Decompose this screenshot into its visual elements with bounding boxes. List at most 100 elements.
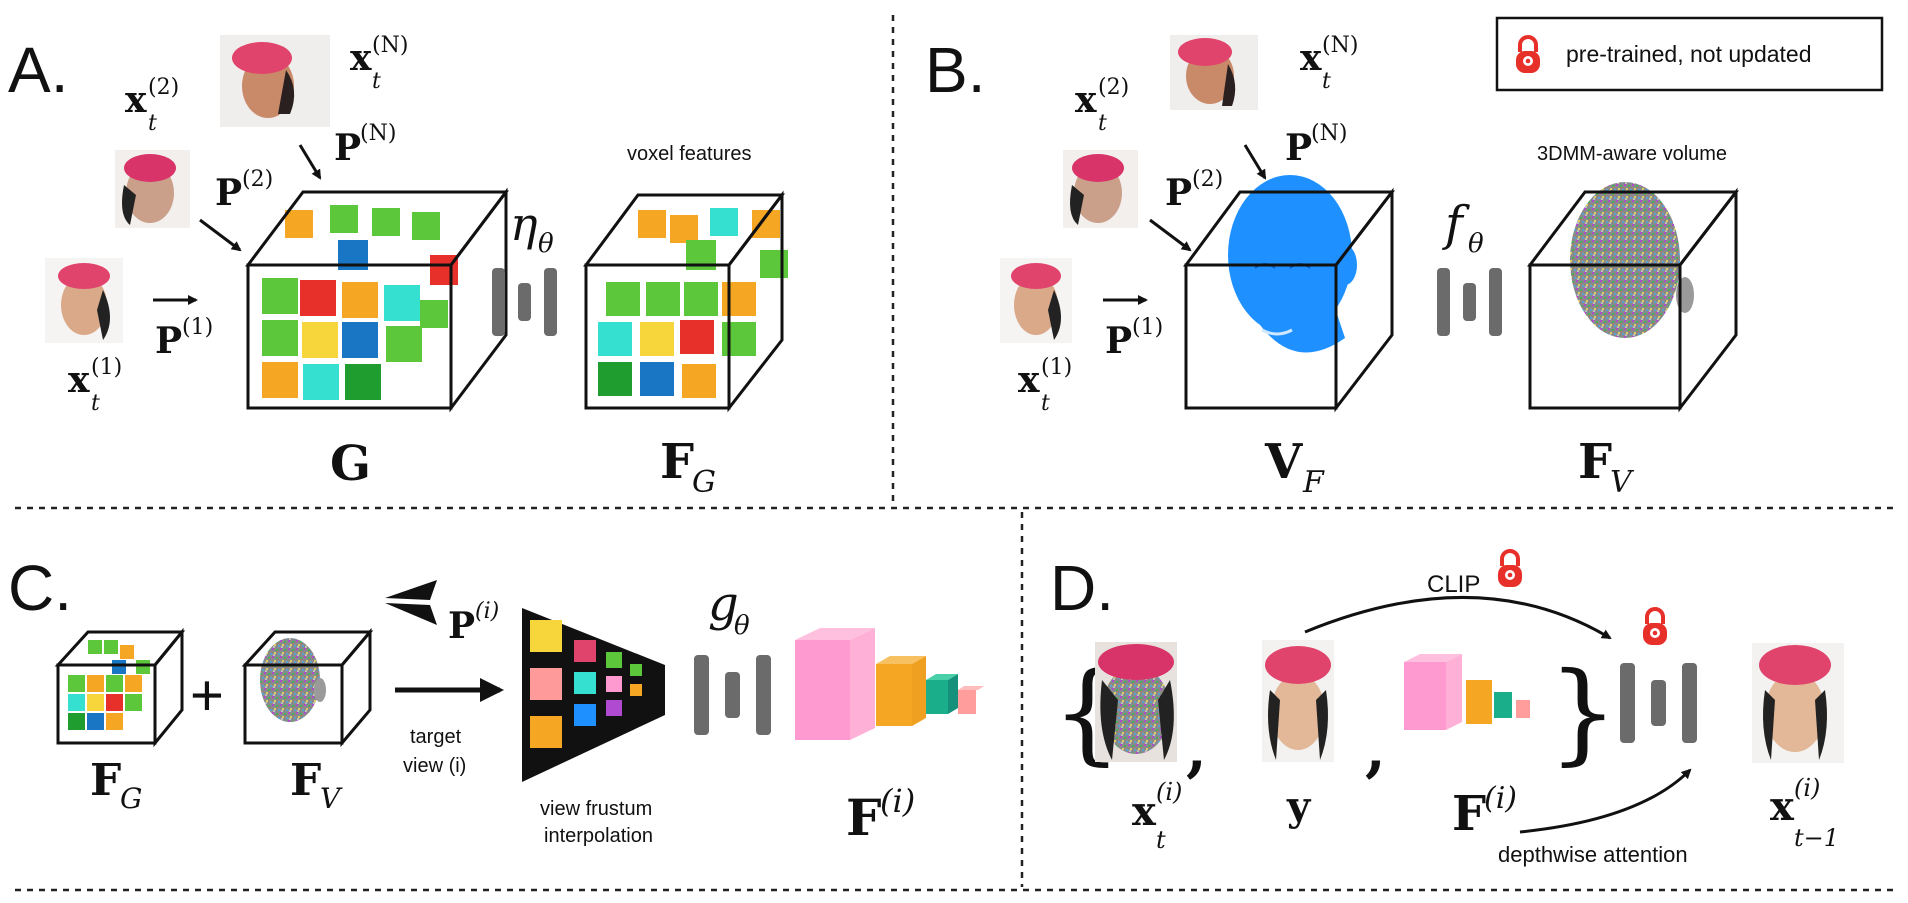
label-x-n: x (N) t [350,33,408,94]
small-3dmm-volume: F V [241,627,374,815]
denoiser-lock-icon [1641,607,1669,647]
svg-text:(N): (N) [372,33,408,58]
svg-text:(1): (1) [182,315,213,340]
svg-text:F: F [1578,434,1612,490]
panel-dividers [15,15,1893,892]
svg-text:θ: θ [1468,229,1484,259]
small-feature-pyramid [1404,654,1530,730]
svg-text:P: P [334,127,361,169]
network-g: g θ [694,576,771,735]
d-label-y: y [1286,783,1312,830]
brace-close: } [1548,648,1618,776]
panel-a: A. x (N) t x (2) t [8,33,788,500]
svg-text:F: F [1452,786,1486,842]
pose-2: P (2) [199,167,273,252]
d-label-x-t: x (i) t [1132,778,1182,854]
svg-text:F: F [90,755,121,806]
clip-lock-icon [1496,549,1524,589]
network-eta: η θ [492,197,557,336]
b-label-x-n: x (N) t [1300,33,1358,94]
plus-sign: + [190,663,224,728]
camera-icon [385,580,437,625]
svg-text:F: F [1302,465,1325,500]
small-voxel-volume: F G [54,627,186,815]
svg-text:x: x [1770,783,1795,830]
blue-face-mesh [1228,175,1357,353]
3dmm-aware-volume: F V [1526,182,1740,500]
svg-text:θ: θ [734,611,750,641]
fv-label: F V [1578,434,1635,500]
b-input-image-n [1170,35,1258,110]
d-label-f-i: F (i) [1452,781,1517,842]
svg-text:(i): (i) [1156,778,1182,806]
svg-text:(i): (i) [1794,774,1820,802]
svg-text:(1): (1) [1132,315,1163,340]
c-fv-label: F V [290,755,343,815]
svg-text:t: t [372,69,381,94]
svg-text:P: P [1165,172,1192,214]
panel-b-letter: B. [925,34,985,106]
b-label-x-2: x (2) t [1075,75,1129,136]
voxel-features-volume: F G [583,190,788,500]
pose-1: P (1) [153,295,213,362]
comma-1: , [1186,715,1207,785]
svg-text:t: t [1041,391,1050,416]
frustum-caption-line1: view frustum [540,798,652,820]
svg-text:t: t [1156,826,1166,854]
svg-text:V: V [1610,465,1635,500]
b-pose-2: P (2) [1149,167,1223,252]
b-label-x-1: x (1) t [1018,355,1072,416]
noisy-head [1570,182,1680,338]
svg-text:F: F [660,434,694,490]
svg-text:P: P [1285,127,1312,169]
face-volume-vf: V F [1183,175,1396,500]
d-label-output: x (i) t−1 [1770,774,1839,852]
svg-text:x: x [1132,788,1157,835]
fg-label: F G [660,434,716,500]
reference-face-image [1262,640,1334,762]
svg-text:(i): (i) [475,599,499,624]
svg-text:P: P [1105,320,1132,362]
svg-text:(2): (2) [148,75,179,100]
svg-text:(2): (2) [1192,167,1223,192]
svg-text:V: V [320,782,343,815]
svg-text:x: x [1300,37,1322,79]
depthwise-attention-arrow: depthwise attention [1498,768,1692,867]
frustum-caption-line2: interpolation [544,825,653,847]
eta-symbol: η [510,197,538,251]
panel-c-letter: C. [8,552,72,624]
svg-text:G: G [692,465,716,500]
grid-label: G [330,436,371,492]
svg-text:target: target [410,726,462,748]
svg-text:V: V [1264,434,1303,490]
svg-text:x: x [350,37,372,79]
b-input-image-2 [1063,150,1138,228]
svg-text:(2): (2) [1098,75,1129,100]
svg-text:x: x [125,79,147,121]
denoiser-network [1620,607,1697,743]
legend-box: pre-trained, not updated [1495,16,1884,92]
input-image-1 [45,258,123,343]
b-input-image-1 [1000,258,1072,343]
clip-arrow: CLIP [1304,549,1612,640]
legend-text: pre-trained, not updated [1566,41,1812,67]
svg-text:(N): (N) [1322,33,1358,58]
svg-text:P: P [155,320,182,362]
output-face-image [1752,643,1844,763]
svg-text:G: G [120,782,142,815]
label-x-2: x (2) t [125,75,179,136]
svg-text:(N): (N) [1311,121,1347,146]
g-theta-symbol: g [708,576,739,632]
svg-text:(1): (1) [1041,355,1072,380]
svg-text:(1): (1) [91,355,122,380]
svg-text:t: t [148,111,157,136]
svg-text:x: x [1018,359,1040,401]
svg-text:t: t [1098,111,1107,136]
vf-label: V F [1264,434,1325,500]
grid-volume-g: G [244,187,510,492]
panel-a-letter: A. [8,34,68,106]
svg-text:F: F [846,788,882,847]
b-pose-n: P (N) [1243,121,1347,180]
panel-d: D. { , , } [1050,549,1844,867]
